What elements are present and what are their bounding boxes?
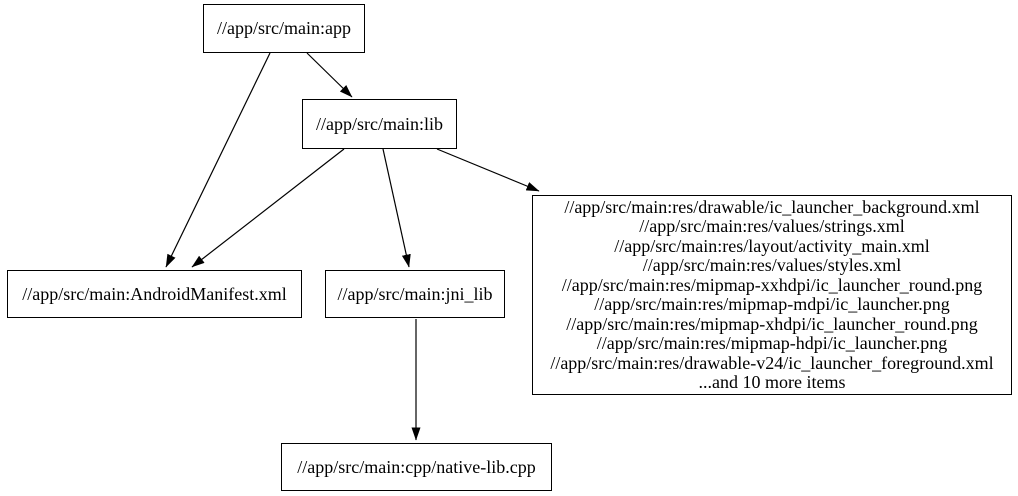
res-file-item: //app/src/main:res/drawable/ic_launcher_… (564, 196, 980, 217)
res-file-item: //app/src/main:res/mipmap-hdpi/ic_launch… (596, 333, 948, 353)
edge-lib-to-jni-lib (382, 148, 411, 268)
res-file-item: //app/src/main:res/mipmap-mdpi/ic_launch… (594, 294, 950, 314)
res-file-item: //app/src/main:res/values/styles.xml (642, 255, 902, 275)
edge-lib-to-res-group (436, 148, 540, 192)
node-jni-lib-target: //app/src/main:jni_lib (325, 270, 505, 318)
res-file-item: //app/src/main:res/drawable-v24/ic_launc… (550, 352, 994, 373)
res-file-item: //app/src/main:res/values/strings.xml (639, 216, 905, 236)
node-res-files-group: //app/src/main:res/drawable/ic_launcher_… (532, 195, 1012, 395)
node-app-label: //app/src/main:app (217, 18, 351, 38)
edge-app-to-lib (306, 52, 353, 98)
node-androidmanifest-label: //app/src/main:AndroidManifest.xml (22, 283, 287, 304)
node-lib-target: //app/src/main:lib (302, 99, 457, 149)
res-more-items-note: ...and 10 more items (698, 372, 846, 392)
res-file-item: //app/src/main:res/layout/activity_main.… (614, 235, 930, 256)
node-native-lib-label: //app/src/main:cpp/native-lib.cpp (297, 456, 536, 477)
edge-lib-to-androidmanifest (191, 148, 345, 268)
node-app-target: //app/src/main:app (203, 4, 365, 53)
node-androidmanifest-target: //app/src/main:AndroidManifest.xml (7, 270, 302, 318)
edge-app-to-androidmanifest (165, 52, 271, 268)
res-file-item: //app/src/main:res/mipmap-xhdpi/ic_launc… (566, 313, 978, 334)
node-jni-lib-label: //app/src/main:jni_lib (337, 283, 493, 304)
node-lib-label: //app/src/main:lib (316, 113, 443, 134)
node-native-lib-target: //app/src/main:cpp/native-lib.cpp (281, 443, 552, 491)
res-file-item: //app/src/main:res/mipmap-xxhdpi/ic_laun… (561, 274, 983, 295)
